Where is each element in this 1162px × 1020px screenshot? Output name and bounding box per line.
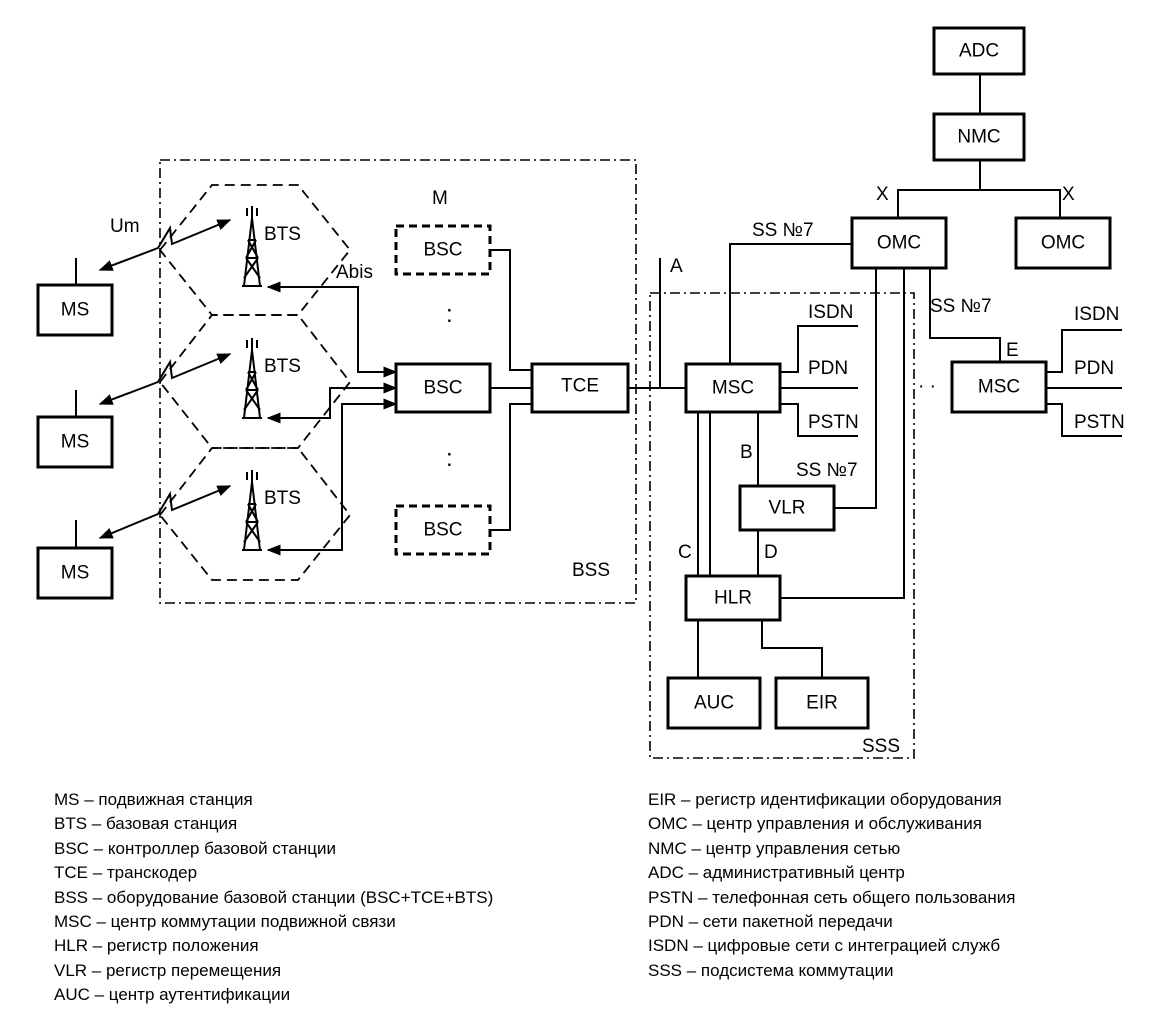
x-interface-label-left: X	[876, 184, 889, 205]
legend-item: MS – подвижная станция	[54, 790, 253, 809]
hlr-box	[684, 574, 782, 622]
ms-label-1: MS	[61, 300, 90, 321]
legend-item: EIR – регистр идентификации оборудования	[648, 790, 1002, 809]
radio-links	[98, 219, 232, 539]
legend-item: PDN – сети пакетной передачи	[648, 912, 893, 932]
bts-label-2: BTS	[264, 356, 301, 377]
isdn-label-1: ISDN	[808, 302, 853, 323]
eir-label: EIR	[806, 693, 838, 714]
eir-box	[774, 676, 870, 730]
bsc-label-main: BSC	[423, 378, 462, 399]
pstn-label-2: PSTN	[1074, 412, 1125, 433]
nmc-label: NMC	[957, 127, 1000, 148]
e-interface-label: E	[1006, 340, 1019, 361]
legend-item: PSTN – телефонная сеть общего пользовани…	[648, 887, 1016, 907]
adc-label: ADC	[959, 41, 999, 62]
msc-label-1: MSC	[712, 378, 754, 399]
legend-item: TCE – транскодер	[54, 863, 198, 883]
ms-box-3	[36, 546, 114, 600]
bts-tower-icon-2	[242, 338, 262, 419]
network-diagram: ADC NMC OMC OMC MS MS MS BSC BSC BSC TCE…	[36, 26, 1125, 759]
bts-label-1: BTS	[264, 224, 301, 245]
ss7-label-msc: SS №7	[752, 220, 814, 241]
legend-item: BSS – оборудование базовой станции (BSC+…	[54, 887, 494, 907]
legend-item: SSS – подсистема коммутации	[648, 960, 894, 980]
vlr-box	[738, 484, 836, 532]
tce-box	[530, 362, 630, 414]
legend-item: NMC – центр управления сетью	[648, 838, 901, 858]
bsc-box-main	[394, 362, 492, 414]
ms-label-2: MS	[61, 432, 90, 453]
omc-box-1	[850, 216, 948, 270]
sss-region	[649, 292, 915, 759]
legend-left: MS – подвижная станция BTS – базовая ста…	[54, 788, 493, 1008]
ellipsis-vertical-1: :	[446, 301, 453, 328]
a-interface-label: A	[670, 256, 683, 277]
omc-label-2: OMC	[1041, 233, 1085, 254]
msc-label-2: MSC	[978, 377, 1020, 398]
nmc-box	[932, 112, 1026, 162]
legend-item: ISDN – цифровые сети с интеграцией служб	[648, 936, 1001, 956]
bts-tower-icon-3	[242, 470, 262, 551]
ms-label-3: MS	[61, 563, 90, 584]
omc-box-2	[1014, 216, 1112, 270]
legend-right: EIR – регистр идентификации оборудования…	[648, 788, 1015, 983]
legend-item: HLR – регистр положения	[54, 936, 259, 956]
pdn-label-2: PDN	[1074, 358, 1114, 379]
legend-item: OMC – центр управления и обслуживания	[648, 814, 982, 834]
adc-box	[932, 26, 1026, 76]
sss-label: SSS	[862, 736, 900, 757]
legend-item: MSC – центр коммутации подвижной связи	[54, 912, 396, 932]
ms-box-1	[36, 283, 114, 337]
core-links	[697, 75, 1122, 678]
ss7-label-vlr: SS №7	[796, 460, 858, 481]
m-label: M	[432, 188, 448, 209]
pstn-label-1: PSTN	[808, 412, 859, 433]
bsc-label-top: BSC	[423, 240, 462, 261]
x-interface-label-right: X	[1062, 184, 1075, 205]
bsc-label-bottom: BSC	[423, 520, 462, 541]
auc-box	[666, 676, 762, 730]
vlr-label: VLR	[769, 498, 806, 519]
ellipsis-horizontal: · ·	[918, 376, 936, 397]
bsc-tce-links	[490, 249, 686, 531]
c-interface-label: C	[678, 542, 692, 563]
um-label: Um	[110, 216, 140, 237]
legend-item: BSC – контроллер базовой станции	[54, 838, 336, 858]
bss-label: BSS	[572, 560, 610, 581]
abis-links	[266, 281, 398, 556]
bts-tower-icon-1	[242, 206, 262, 287]
ellipsis-vertical-2: :	[446, 445, 453, 472]
isdn-label-2: ISDN	[1074, 304, 1119, 325]
legend-item: VLR – регистр перемещения	[54, 960, 282, 980]
ss7-label-omc: SS №7	[930, 296, 992, 317]
legend-item: AUC – центр аутентификации	[54, 985, 291, 1005]
pdn-label-1: PDN	[808, 358, 848, 379]
d-interface-label: D	[764, 542, 778, 563]
bsc-box-top	[394, 224, 492, 276]
msc-box-1	[684, 362, 782, 414]
msc-box-2	[950, 360, 1048, 414]
bsc-box-bottom	[394, 504, 492, 556]
legend-item: ADC – административный центр	[648, 863, 905, 883]
bts-label-3: BTS	[264, 488, 301, 509]
abis-label: Abis	[336, 262, 373, 283]
tce-label: TCE	[561, 376, 599, 397]
hlr-label: HLR	[714, 588, 752, 609]
cell-hexagons	[158, 184, 352, 581]
omc-label-1: OMC	[877, 233, 921, 254]
auc-label: AUC	[694, 693, 734, 714]
legend-item: BTS – базовая станция	[54, 814, 238, 834]
b-interface-label: B	[740, 442, 753, 463]
ms-box-2	[36, 415, 114, 469]
